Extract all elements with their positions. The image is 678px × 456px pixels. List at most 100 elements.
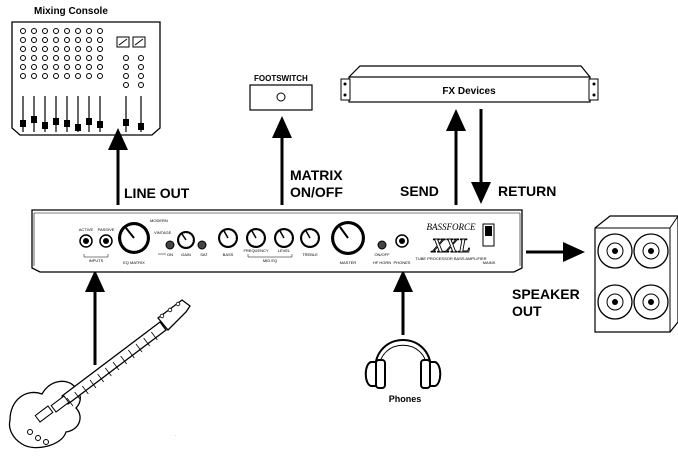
input-arrowhead bbox=[85, 270, 105, 292]
console-knob bbox=[53, 28, 59, 34]
console-knob bbox=[31, 37, 37, 43]
console-knob bbox=[123, 55, 129, 61]
console-knob bbox=[31, 73, 37, 79]
console-knob bbox=[53, 55, 59, 61]
console-knob bbox=[97, 37, 103, 43]
mid-level-label: LEVEL bbox=[278, 248, 291, 253]
console-knob bbox=[42, 37, 48, 43]
fx-devices: FX Devices bbox=[340, 65, 599, 103]
console-knob bbox=[31, 28, 37, 34]
console-knob bbox=[138, 73, 144, 79]
hf-horn-switch-label: ON/OFF bbox=[374, 252, 390, 257]
mixing-console-label: Mixing Console bbox=[34, 6, 108, 17]
input-jack-active-label: ACTIVE bbox=[79, 227, 94, 232]
mid-frequency-label: FREQUENCY bbox=[243, 248, 268, 253]
rack-ear-right bbox=[588, 78, 599, 101]
console-knob bbox=[53, 46, 59, 52]
console-knob bbox=[42, 28, 48, 34]
console-knob bbox=[42, 64, 48, 70]
fader-cap bbox=[138, 123, 144, 130]
guitar-pickup bbox=[34, 405, 54, 423]
footswitch: FOOTSWITCH bbox=[249, 74, 313, 111]
phones-arrowhead bbox=[393, 270, 413, 292]
fx-devices-label: FX Devices bbox=[442, 86, 496, 97]
console-knob bbox=[20, 55, 26, 61]
bass-knob bbox=[218, 228, 238, 248]
console-knob bbox=[20, 73, 26, 79]
gain-label: GAIN bbox=[181, 252, 191, 257]
rack-ear-left bbox=[340, 78, 351, 101]
matrix-arrowhead bbox=[272, 116, 292, 138]
on-button bbox=[165, 240, 175, 250]
bass-label: BASS bbox=[223, 252, 234, 257]
treble-label: TREBLE bbox=[302, 252, 318, 257]
hf-horn-label: HF HORN bbox=[373, 260, 391, 265]
console-knob bbox=[64, 55, 70, 61]
console-knob bbox=[20, 46, 26, 52]
on-label: ON bbox=[167, 252, 173, 257]
console-knob bbox=[64, 28, 70, 34]
console-knob bbox=[42, 73, 48, 79]
hf-horn-button bbox=[377, 240, 387, 250]
console-knob bbox=[53, 64, 59, 70]
signal-arrows bbox=[85, 109, 585, 365]
console-knob bbox=[75, 37, 81, 43]
line-out-label: LINE OUT bbox=[124, 185, 190, 201]
console-knob bbox=[86, 73, 92, 79]
console-knob bbox=[20, 37, 26, 43]
console-knob bbox=[53, 73, 59, 79]
console-knob bbox=[31, 64, 37, 70]
return-arrowhead bbox=[471, 182, 491, 204]
console-knob bbox=[64, 37, 70, 43]
console-knob bbox=[31, 55, 37, 61]
console-knob bbox=[64, 64, 70, 70]
console-knob bbox=[31, 46, 37, 52]
phones-label: Phones bbox=[389, 394, 422, 404]
master-label: MASTER bbox=[340, 260, 357, 265]
console-knob bbox=[64, 46, 70, 52]
fader-cap bbox=[64, 120, 70, 127]
console-knob bbox=[64, 73, 70, 79]
console-knob bbox=[75, 55, 81, 61]
logo-word: BASSFORCE bbox=[427, 222, 476, 232]
on-off-label: ON/OFF bbox=[290, 184, 343, 200]
guitar-pickup bbox=[50, 395, 70, 413]
send-arrowhead bbox=[446, 109, 466, 131]
console-knob-grid bbox=[20, 28, 144, 88]
speaker-cabinet bbox=[594, 215, 678, 333]
footswitch-button bbox=[276, 92, 286, 102]
fader-cap bbox=[20, 120, 26, 127]
fader-cap bbox=[97, 121, 103, 128]
console-knob bbox=[75, 64, 81, 70]
fader-cap bbox=[53, 118, 59, 125]
amp-head: ACTIVE PASSIVE INPUTS MODERN VINTAGE EQ … bbox=[31, 209, 523, 273]
bassforce-xxl-logo: BASSFORCE XXL TUBE PROCESSOR BASS AMPLIF… bbox=[415, 222, 486, 261]
return-label: RETURN bbox=[498, 183, 556, 199]
console-knob bbox=[20, 64, 26, 70]
console-knob bbox=[123, 64, 129, 70]
console-knob bbox=[86, 37, 92, 43]
input-jack-passive-label: PASSIVE bbox=[98, 227, 115, 232]
fader-cap bbox=[86, 118, 92, 125]
mid-level-knob bbox=[274, 228, 294, 248]
console-knob bbox=[75, 73, 81, 79]
console-knob bbox=[53, 37, 59, 43]
fader-cap bbox=[42, 122, 48, 129]
console-knob bbox=[123, 82, 129, 88]
mid-eq-label: MID EQ bbox=[263, 258, 277, 263]
console-body bbox=[11, 21, 161, 136]
console-knob bbox=[42, 55, 48, 61]
bass-guitar-icon bbox=[8, 299, 191, 449]
fader-cap bbox=[31, 116, 37, 123]
sat-button bbox=[197, 240, 207, 250]
inputs-label: INPUTS bbox=[89, 258, 104, 263]
speaker-arrowhead bbox=[563, 242, 585, 262]
svg-text:.: . bbox=[175, 432, 176, 437]
speaker-label: SPEAKER bbox=[512, 286, 580, 302]
send-label: SEND bbox=[400, 183, 439, 199]
console-knob bbox=[75, 28, 81, 34]
gain-knob bbox=[177, 231, 195, 249]
headphones-icon bbox=[364, 339, 442, 389]
console-knob bbox=[123, 73, 129, 79]
